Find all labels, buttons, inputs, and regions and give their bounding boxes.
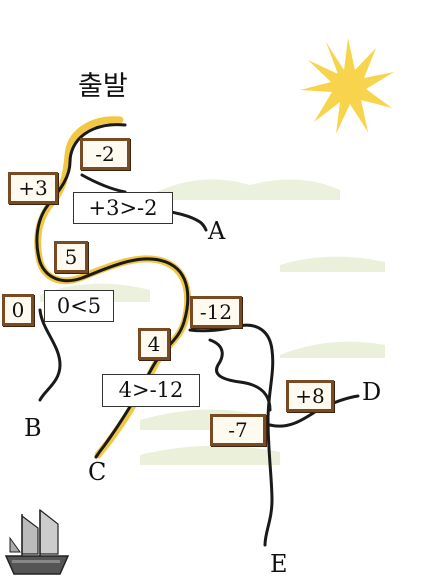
sign-5: 5 — [54, 241, 88, 273]
ship-icon — [4, 508, 70, 575]
sign-minus-7: -7 — [210, 414, 266, 446]
end-label-d: D — [362, 378, 382, 406]
route-lines — [35, 123, 360, 547]
comparison-box-1: +3>-2 — [73, 192, 173, 224]
start-label: 출발 — [78, 71, 128, 102]
end-label-c: C — [88, 458, 107, 486]
sign-4: 4 — [138, 328, 170, 360]
sign-plus-8: +8 — [286, 380, 334, 412]
end-label-a: A — [208, 217, 226, 245]
background-hills — [40, 179, 385, 465]
sign-minus-2: -2 — [80, 138, 130, 170]
comparison-box-2: 0<5 — [44, 290, 114, 322]
end-label-e: E — [270, 550, 288, 578]
sun-icon — [300, 38, 394, 134]
sign-0: 0 — [2, 294, 34, 326]
sign-minus-12: -12 — [190, 296, 242, 328]
end-label-b: B — [24, 414, 42, 442]
sign-plus-3: +3 — [8, 172, 58, 204]
comparison-box-3: 4>-12 — [102, 374, 200, 407]
